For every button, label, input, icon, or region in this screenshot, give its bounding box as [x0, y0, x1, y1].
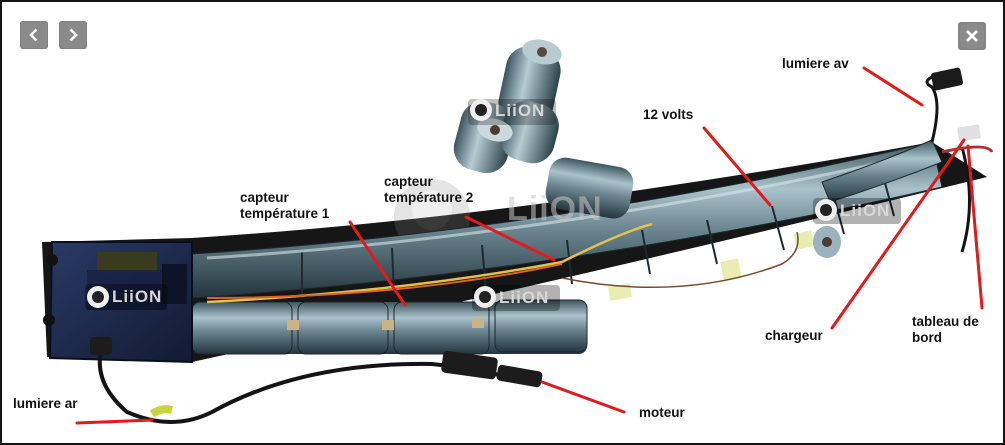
- chevron-left-icon: [29, 28, 38, 42]
- next-button[interactable]: [59, 21, 87, 49]
- label-12-volts: 12 volts: [643, 107, 694, 122]
- label-capteur-temperature-2: capteur température 2: [384, 174, 474, 205]
- close-icon: [966, 30, 978, 42]
- pointer-lines: [75, 66, 984, 425]
- loose-cells: [453, 39, 841, 258]
- watermark-big-brand: LiiON: [507, 190, 603, 228]
- control-box: [43, 241, 193, 364]
- label-lumiere-ar: lumiere ar: [13, 396, 78, 411]
- label-chargeur: chargeur: [765, 328, 823, 343]
- upper-cell-row: [191, 139, 943, 299]
- previous-button[interactable]: [20, 21, 48, 49]
- watermark-brand-cells: LiiON: [495, 101, 546, 120]
- watermark-brand-right: LiiON: [840, 201, 891, 220]
- label-capteur-temperature-1: capteur température 1: [240, 190, 330, 221]
- label-moteur: moteur: [639, 405, 685, 420]
- chevron-right-icon: [69, 28, 78, 42]
- label-lumiere-av: lumiere av: [782, 56, 849, 71]
- watermark-brand-box: LiiON: [112, 287, 163, 306]
- label-tableau-de-bord: tableau de bord: [912, 314, 979, 345]
- watermark-badge-cells: [468, 99, 556, 125]
- watermark-badge-right: [813, 198, 901, 224]
- close-button[interactable]: [958, 22, 986, 50]
- watermark-badge-lower: [472, 285, 560, 311]
- watermark-badge-box: [85, 284, 167, 310]
- watermark-brand-lower: LiiON: [499, 288, 550, 307]
- lower-cell-row: [191, 299, 588, 355]
